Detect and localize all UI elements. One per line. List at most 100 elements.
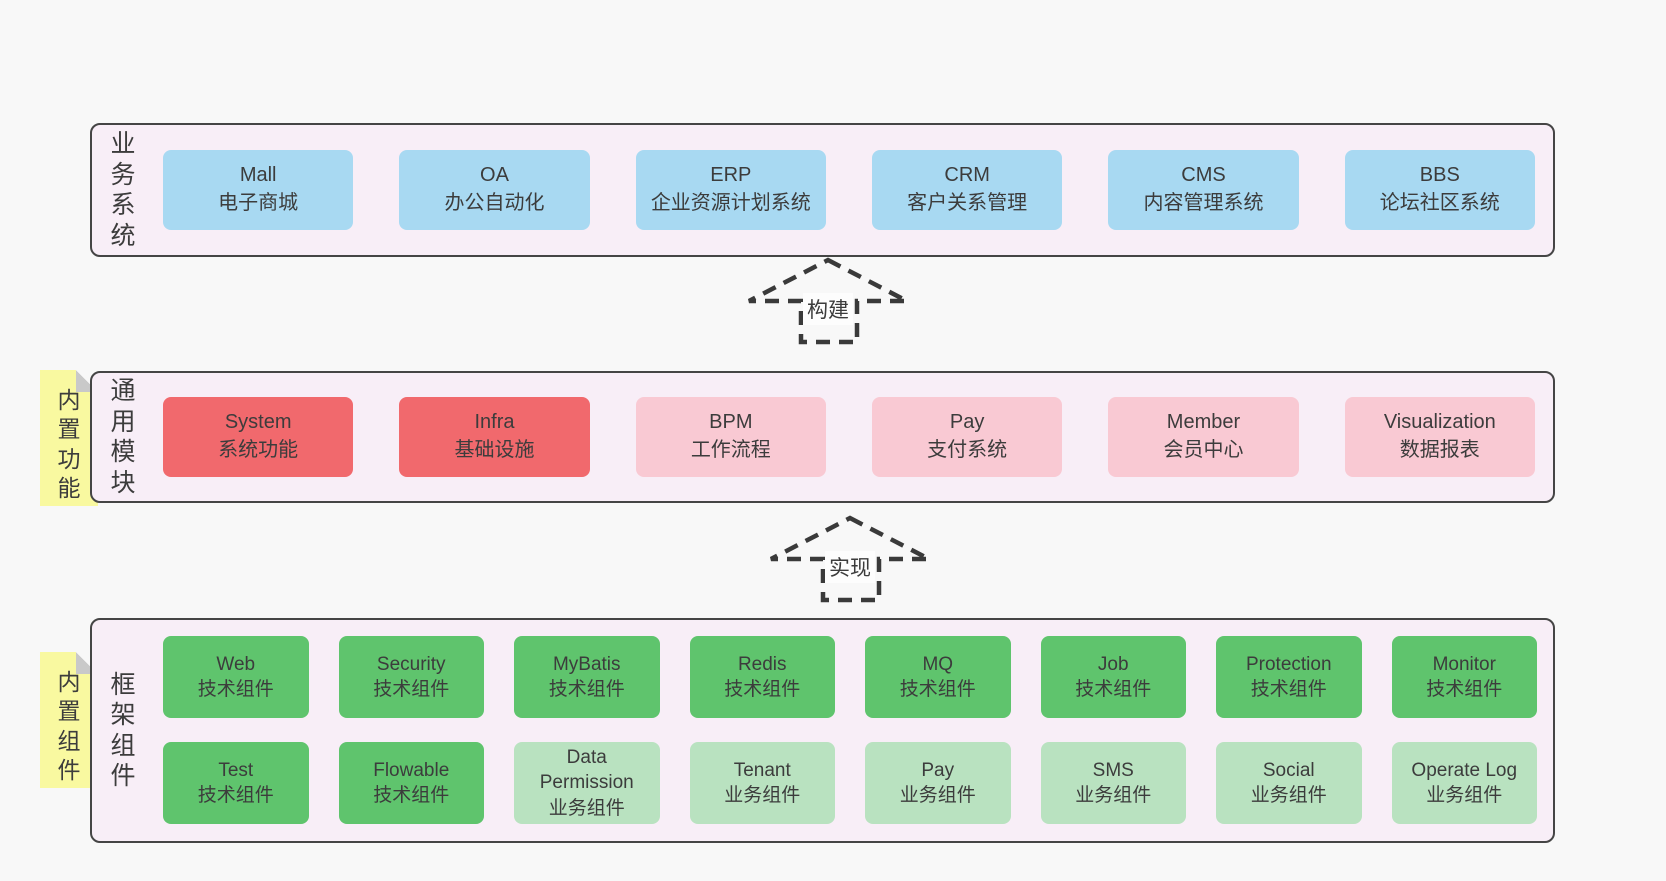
card-operate-log: Operate Log 业务组件 [1391,742,1537,824]
card-subtitle-zh: 技术组件 [373,785,450,806]
panel-label-common-modules: 通 用 模 块 [110,377,136,497]
common-modules-panel: 通 用 模 块 System 系统功能 Infra 基础设施 BPM 工作流程 … [90,371,1555,503]
card-security: Security 技术组件 [338,636,484,718]
sticky-text-builtin-components: 内 置 组 件 [57,669,81,784]
card-flowable: Flowable 技术组件 [338,742,484,824]
card-subtitle-zh: 业务组件 [899,785,976,806]
card-subtitle-zh: 业务组件 [548,797,625,819]
build-arrow-label: 构建 [803,293,853,325]
sticky-note-builtin-components: 内 置 组 件 [40,652,98,788]
card-subtitle-zh: 系统功能 [218,439,299,461]
build-arrow: 构建 [745,255,911,345]
card-protection: Protection 技术组件 [1216,636,1362,718]
implement-arrow: 实现 [767,513,933,603]
card-subtitle-zh: 业务组件 [1250,785,1327,806]
card-cms: CMS 内容管理系统 [1108,150,1299,230]
card-pay-component: Pay 业务组件 [865,742,1011,824]
card-erp: ERP 企业资源计划系统 [635,150,826,230]
framework-components-grid: Web 技术组件 Security 技术组件 MyBatis 技术组件 Redi… [141,619,1553,842]
card-subtitle-zh: 技术组件 [899,679,976,700]
card-title-en: Mall [239,164,277,187]
card-title-en: CMS [1181,164,1226,187]
card-subtitle-zh: 支付系统 [927,439,1008,461]
card-title-en: Redis [737,653,787,675]
panel-label-business-systems: 业 务 系 统 [110,130,136,250]
card-subtitle-zh: 技术组件 [1075,679,1152,700]
card-subtitle-zh: 技术组件 [373,679,450,700]
card-title-en: BPM [709,411,753,434]
card-subtitle-zh: 论坛社区系统 [1379,192,1500,214]
card-web: Web 技术组件 [163,636,309,718]
card-title-en: Monitor [1432,653,1496,675]
business-systems-panel: 业 务 系 统 Mall 电子商城 OA 办公自动化 ERP 企业资源计划系统 … [90,123,1555,257]
card-title-en: Data Permission [539,747,634,794]
card-subtitle-zh: 技术组件 [197,679,274,700]
card-subtitle-zh: 企业资源计划系统 [650,192,811,214]
card-title-en: Pay [949,411,985,434]
sticky-text-builtin-features: 内 置 功 能 [57,387,81,502]
card-subtitle-zh: 内容管理系统 [1143,192,1264,214]
card-title-en: Operate Log [1411,759,1518,781]
card-subtitle-zh: 工作流程 [690,439,771,461]
card-title-en: CRM [944,164,990,187]
card-title-en: ERP [710,164,752,187]
card-pay-module: Pay 支付系统 [871,397,1063,477]
card-subtitle-zh: 技术组件 [548,679,625,700]
card-title-en: Pay [921,759,955,781]
card-monitor: Monitor 技术组件 [1391,636,1537,718]
card-subtitle-zh: 技术组件 [724,679,801,700]
card-sms: SMS 业务组件 [1040,742,1186,824]
card-job: Job 技术组件 [1040,636,1186,718]
card-test: Test 技术组件 [163,742,309,824]
card-data-permission: Data Permission 业务组件 [514,742,660,824]
card-title-en: MyBatis [552,653,621,675]
card-subtitle-zh: 基础设施 [454,439,535,461]
card-infra: Infra 基础设施 [399,397,590,477]
framework-components-panel: 框 架 组 件 Web 技术组件 Security 技术组件 MyBatis 技… [90,618,1555,843]
card-title-en: SMS [1092,759,1134,781]
card-title-en: Test [218,759,254,781]
card-title-en: Protection [1245,653,1332,675]
card-title-en: Flowable [373,759,450,781]
card-title-en: Infra [474,411,515,434]
card-title-en: Social [1262,759,1315,781]
card-system: System 系统功能 [163,397,354,477]
card-title-en: OA [480,164,509,187]
card-title-en: Web [216,653,256,675]
card-title-en: Job [1097,653,1129,675]
card-visualization: Visualization 数据报表 [1344,397,1535,477]
card-social: Social 业务组件 [1216,742,1362,824]
card-subtitle-zh: 技术组件 [1426,679,1503,700]
card-title-en: Tenant [733,759,791,781]
card-subtitle-zh: 业务组件 [1426,785,1503,806]
implement-arrow-label: 实现 [825,551,875,583]
card-subtitle-zh: 办公自动化 [444,192,545,214]
dashed-up-arrow-icon [769,515,931,603]
card-mall: Mall 电子商城 [163,150,354,230]
card-redis: Redis 技术组件 [689,636,835,718]
card-bbs: BBS 论坛社区系统 [1344,150,1535,230]
card-title-en: BBS [1419,164,1460,187]
card-crm: CRM 客户关系管理 [871,150,1063,230]
card-title-en: Visualization [1383,411,1496,434]
card-subtitle-zh: 业务组件 [1075,785,1152,806]
card-subtitle-zh: 技术组件 [1250,679,1327,700]
dashed-up-arrow-icon [747,257,909,345]
card-member: Member 会员中心 [1108,397,1299,477]
card-mybatis: MyBatis 技术组件 [514,636,660,718]
card-title-en: Security [376,653,446,675]
card-subtitle-zh: 客户关系管理 [907,192,1028,214]
card-title-en: Member [1166,411,1241,434]
business-systems-row: Mall 电子商城 OA 办公自动化 ERP 企业资源计划系统 CRM 客户关系… [141,150,1553,230]
card-bpm: BPM 工作流程 [635,397,826,477]
card-oa: OA 办公自动化 [399,150,590,230]
card-subtitle-zh: 数据报表 [1399,439,1480,461]
card-mq: MQ 技术组件 [865,636,1011,718]
card-subtitle-zh: 电子商城 [218,192,299,214]
card-subtitle-zh: 业务组件 [724,785,801,806]
card-title-en: MQ [922,653,954,675]
card-title-en: System [224,411,292,434]
card-subtitle-zh: 技术组件 [197,785,274,806]
panel-label-framework-components: 框 架 组 件 [110,670,136,791]
